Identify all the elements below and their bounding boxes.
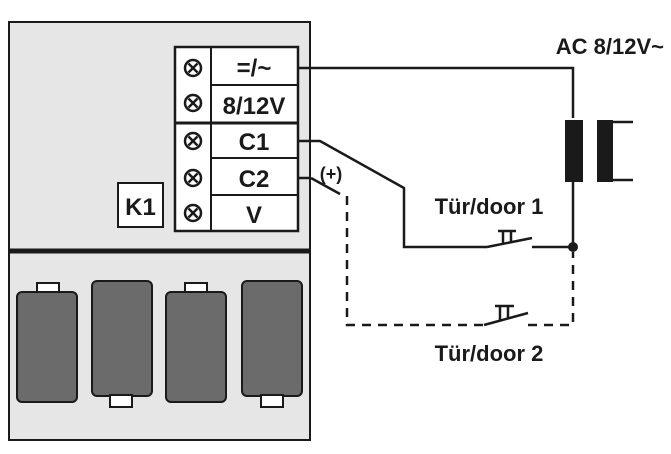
- terminal-label-power-in: =/~: [237, 55, 272, 82]
- terminal-label-voltage: 8/12V: [223, 93, 286, 120]
- transformer-icon: [565, 120, 633, 182]
- terminal-screw-icon: [183, 203, 203, 223]
- battery-pack: [16, 280, 303, 408]
- terminal-block-frame: [173, 45, 300, 233]
- terminal-screws: [183, 58, 203, 223]
- wire-door2-dashed: [345, 196, 484, 327]
- terminal-label-c2: C2: [239, 166, 270, 193]
- battery-cell-1: [16, 291, 78, 403]
- relay-label: K1: [125, 194, 156, 221]
- battery-cell-4: [241, 280, 303, 397]
- wire-c1: [298, 139, 487, 249]
- wire-power: [298, 66, 575, 118]
- battery-cell-4-cap: [260, 394, 284, 408]
- battery-cell-2-cap: [109, 394, 133, 408]
- polarity-label: (+): [320, 164, 343, 184]
- terminal-screw-icon: [183, 168, 203, 188]
- door1-label: Tür/door 1: [435, 194, 544, 219]
- power-label: AC 8/12V~: [556, 34, 664, 59]
- terminal-screw-icon: [183, 131, 203, 151]
- door2-label: Tür/door 2: [435, 341, 544, 366]
- wire-door2-return-dashed: [528, 252, 575, 327]
- wire-c2-diagonal: [310, 176, 341, 196]
- battery-cell-3: [165, 291, 227, 403]
- relay-label-box: [117, 182, 164, 228]
- battery-cell-2: [91, 280, 153, 397]
- terminal-screw-icon: [183, 58, 203, 78]
- terminal-screw-icon: [183, 93, 203, 113]
- terminal-label-c1: C1: [239, 129, 270, 156]
- terminal-block: =/~ 8/12V C1 C2 V: [173, 45, 300, 233]
- door2-switch-icon: [483, 304, 529, 327]
- door1-switch-icon: [486, 229, 533, 249]
- terminal-label-v: V: [246, 202, 262, 229]
